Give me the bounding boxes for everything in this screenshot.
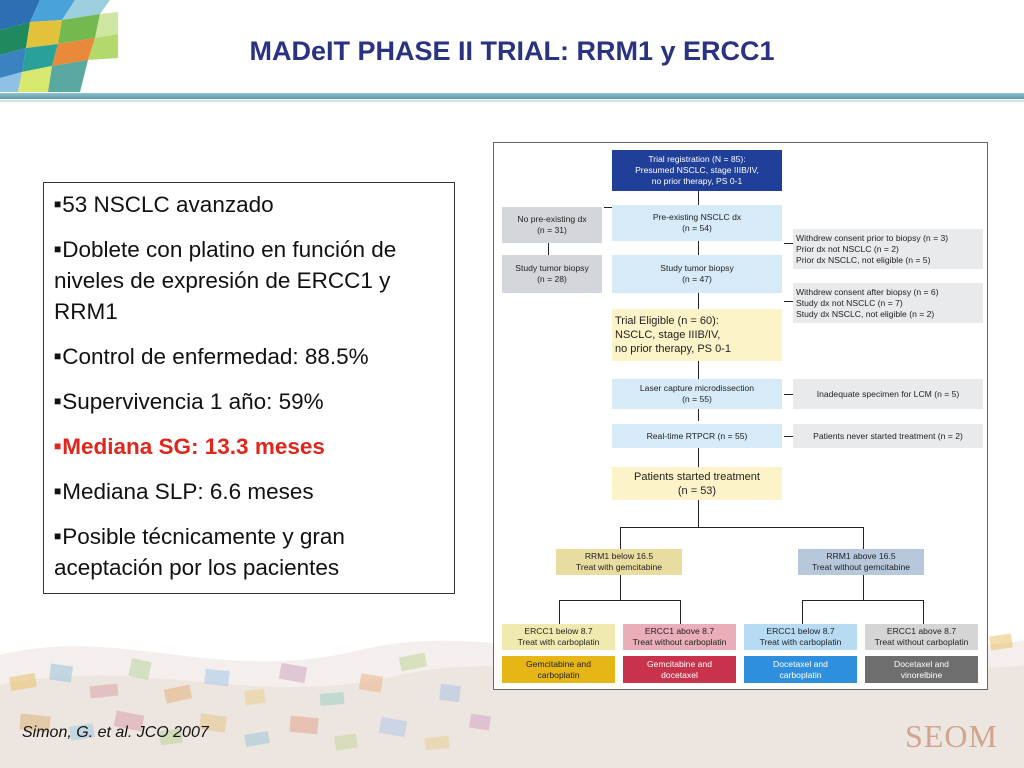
rrm1-above-box: RRM1 above 16.5 Treat without gemcitabin… [798,549,924,575]
rtpcr-box: Real-time RTPCR (n = 55) [612,424,782,448]
preexisting-box: Pre-existing NSCLC dx (n = 54) [612,205,782,241]
ercc1-box-b: ERCC1 above 8.7 Treat without carboplati… [623,624,736,650]
lcm-box: Laser capture microdissection (n = 55) [612,379,782,409]
connector-line [784,394,793,395]
bullet-text: 53 NSCLC avanzado [62,192,274,217]
bullet-text: Doblete con platino en función de nivele… [54,237,397,324]
bullet-item: ■Supervivencia 1 año: 59% [54,386,444,417]
study-biopsy-left-box: Study tumor biopsy (n = 28) [502,255,602,293]
never-started-box: Patients never started treatment (n = 2) [793,424,983,448]
bullet-item-highlighted: ■Mediana SG: 13.3 meses [54,431,444,462]
header-rule-light [0,100,1024,102]
bullet-marker-icon: ■ [54,439,62,453]
registration-box: Trial registration (N = 85): Presumed NS… [612,150,782,191]
ercc1-box-a: ERCC1 below 8.7 Treat with carboplatin [502,624,615,650]
connector-line [863,527,864,549]
connector-line [680,600,681,624]
connector-line [784,243,793,244]
connector-line [802,600,924,601]
started-treatment-box: Patients started treatment (n = 53) [612,467,782,500]
trial-flowchart: Trial registration (N = 85): Presumed NS… [493,142,988,690]
bullet-marker-icon: ■ [54,529,62,543]
arm-box-b: Gemcitabine and docetaxel [623,656,736,683]
bullet-item: ■Mediana SLP: 6.6 meses [54,476,444,507]
no-preexisting-box: No pre-existing dx (n = 31) [502,207,602,243]
bullet-item: ■Doblete con platino en función de nivel… [54,234,444,327]
ercc1-box-c: ERCC1 below 8.7 Treat with carboplatin [744,624,857,650]
connector-line [784,436,793,437]
citation: Simon, G. et al. JCO 2007 [22,724,209,741]
connector-line [559,600,681,601]
bullet-text: Control de enfermedad: 88.5% [62,344,369,369]
bullet-item: ■53 NSCLC avanzado [54,189,444,220]
connector-line [620,527,864,528]
connector-line [784,301,793,302]
connector-line [620,527,621,549]
bullet-item: ■Posible técnicamente y gran aceptación … [54,521,444,583]
page-title: MADeIT PHASE II TRIAL: RRM1 y ERCC1 [249,36,775,66]
bullet-text: Supervivencia 1 año: 59% [62,389,324,414]
connector-line [620,575,621,600]
arm-box-c: Docetaxel and carboplatin [744,656,857,683]
header-rule [0,93,1024,99]
arm-box-a: Gemcitabine and carboplatin [502,656,615,683]
eligible-box: Trial Eligible (n = 60): NSCLC, stage II… [612,309,782,361]
withdrew-after-box: Withdrew consent after biopsy (n = 6) St… [793,283,983,323]
connector-line [863,575,864,600]
bullet-marker-icon: ■ [54,394,62,408]
arm-box-d: Docetaxel and vinorelbine [865,656,978,683]
connector-line [923,600,924,624]
bullet-text: Posible técnicamente y gran aceptación p… [54,524,345,580]
withdrew-prior-box: Withdrew consent prior to biopsy (n = 3)… [793,229,983,269]
mosaic-decoration-top [0,0,118,92]
inadequate-box: Inadequate specimen for LCM (n = 5) [793,379,983,409]
bullet-marker-icon: ■ [54,197,62,211]
connector-line [548,243,549,255]
connector-line [802,600,803,624]
summary-box: ■53 NSCLC avanzado ■Doblete con platino … [43,182,455,594]
study-biopsy-center-box: Study tumor biopsy (n = 47) [612,255,782,293]
bullet-marker-icon: ■ [54,349,62,363]
bullet-text: Mediana SG: 13.3 meses [62,434,325,459]
bullet-marker-icon: ■ [54,484,62,498]
seom-logo: SEOM [905,718,998,754]
connector-line [698,191,699,421]
ercc1-box-d: ERCC1 above 8.7 Treat without carboplati… [865,624,978,650]
rrm1-below-box: RRM1 below 16.5 Treat with gemcitabine [556,549,682,575]
bullet-text: Mediana SLP: 6.6 meses [62,479,314,504]
bullet-item: ■Control de enfermedad: 88.5% [54,341,444,372]
bullet-marker-icon: ■ [54,242,62,256]
connector-line [559,600,560,624]
